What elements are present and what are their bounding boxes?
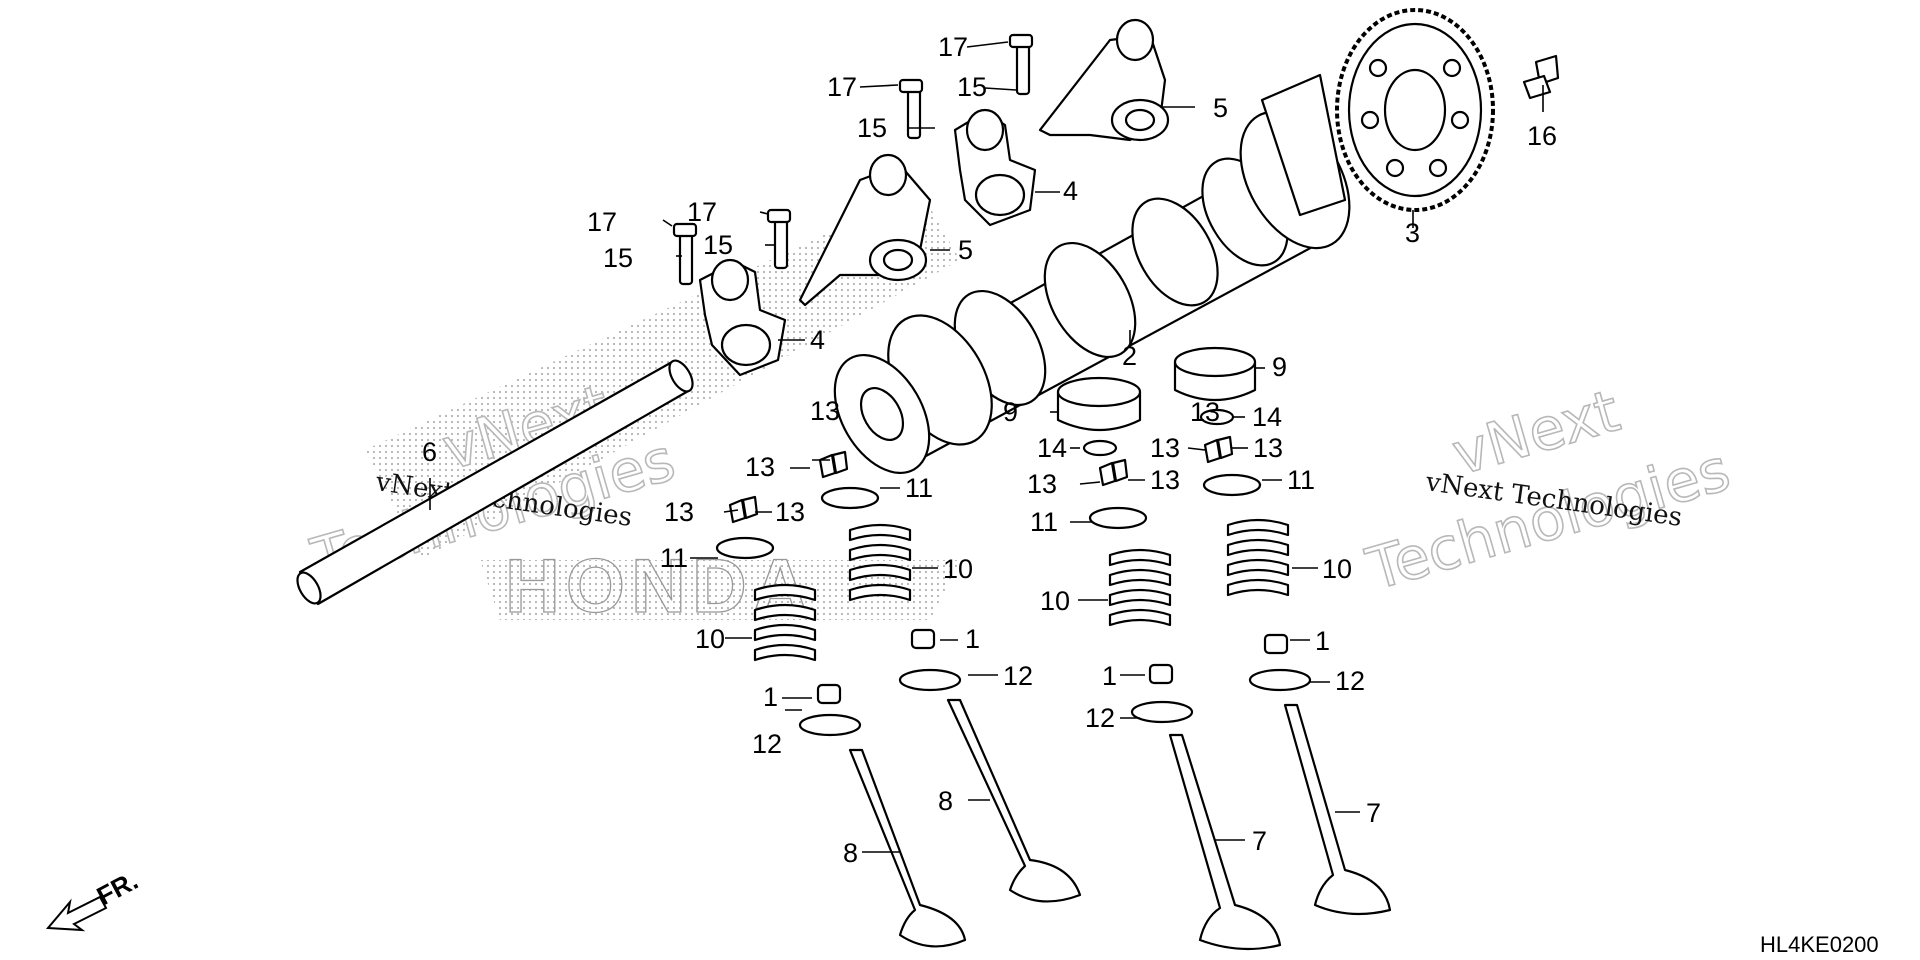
callout-label: 17 [587,207,617,237]
callout-label: 8 [843,838,858,868]
callout-label: 13 [1027,469,1057,499]
callout-label: 1 [763,682,778,712]
callout-label: 1 [965,624,980,654]
valve-assembly-3 [1088,458,1282,951]
valve-assembly-1 [715,495,967,948]
callout-label: 13 [1150,465,1180,495]
callout-label: 13 [664,497,694,527]
callout-label: 8 [938,786,953,816]
front-direction-marker: FR. [45,865,143,932]
callout-label: 12 [1003,661,1033,691]
callout-label: 12 [752,729,782,759]
valve-assembly-2 [818,450,1082,903]
callout-label: 10 [1322,554,1352,584]
bolt [1522,54,1560,100]
leader-lines [429,41,1544,853]
valve-assembly-4 [1202,435,1392,916]
callout-label: 5 [1213,93,1228,123]
callout-label: 4 [1063,176,1078,206]
callout-label: 15 [703,230,733,260]
callout-label: 13 [1190,397,1220,427]
callout-label: 10 [943,554,973,584]
cam-sprocket [1260,8,1495,217]
callout-label: 11 [1030,507,1058,537]
callout-label: 11 [660,543,688,573]
callout-label: 11 [1287,465,1315,495]
callout-label: 6 [422,437,437,467]
callout-label: 12 [1335,666,1365,696]
rocker-arm-intake-upper [953,108,1037,227]
callout-label: 13 [775,497,805,527]
callout-label: 15 [957,72,987,102]
callout-label: 14 [1252,402,1282,432]
callout-label: 13 [810,396,840,426]
callout-label: 17 [938,32,968,62]
callout-label: 17 [827,72,857,102]
callout-label: 9 [1272,352,1287,382]
adjusting-screws [672,33,1034,286]
callout-label: 15 [857,113,887,143]
callout-labels: 17 15 5 4 16 3 17 15 17 15 17 15 5 4 2 6… [422,32,1557,868]
rocker-shaft [296,359,694,606]
callout-label: 17 [687,197,717,227]
valve-lifters [1056,346,1257,457]
callout-label: 2 [1122,341,1137,371]
callout-label: 4 [810,325,825,355]
diagram-code: HL4KE0200 [1760,932,1879,957]
camshaft [833,110,1351,475]
rocker-arm-exhaust-upper [1038,18,1170,142]
callout-label: 16 [1527,121,1557,151]
rocker-arm-exhaust-lower [798,153,932,307]
callout-label: 7 [1366,798,1381,828]
callout-label: 13 [1253,433,1283,463]
callout-label: 12 [1085,703,1115,733]
callout-label: 15 [603,243,633,273]
rocker-arm-intake-lower [698,258,787,377]
callout-label: 14 [1037,433,1067,463]
callout-label: 13 [1150,433,1180,463]
callout-label: 13 [745,452,775,482]
callout-label: 5 [958,235,973,265]
callout-label: 1 [1315,626,1330,656]
callout-label: 3 [1405,218,1420,248]
callout-label: 9 [1003,397,1018,427]
callout-label: 7 [1252,826,1267,856]
callout-label: 10 [1040,586,1070,616]
callout-label: 1 [1102,661,1117,691]
vnext-watermark-right: vNext Technologies vNext Technologies [1358,376,1737,605]
callout-label: 11 [905,473,933,503]
callout-label: 10 [695,624,725,654]
